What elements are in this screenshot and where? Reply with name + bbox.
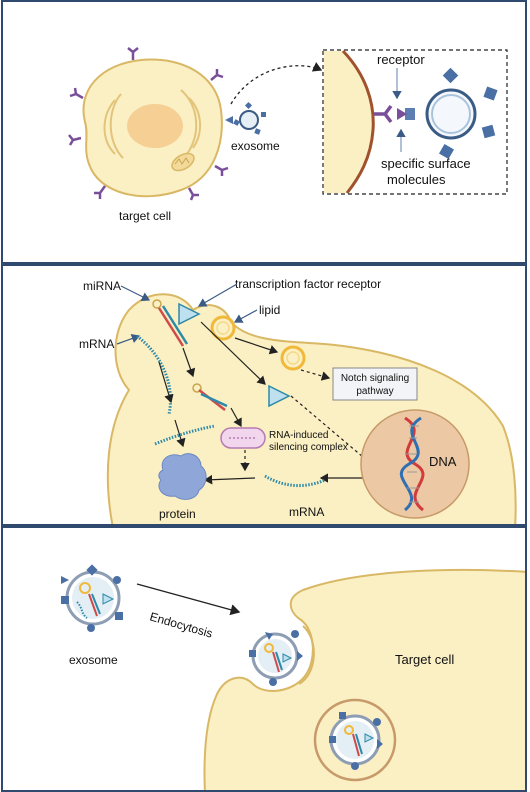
panel1-diagram: exosome target cell receptor specific su… (68, 47, 508, 223)
zoom-arrow (230, 62, 323, 105)
risc-complex (220, 427, 266, 449)
protein-label: protein (159, 507, 196, 521)
exosome-budding (249, 630, 303, 686)
tf-triangle-2 (268, 384, 291, 408)
surface-label-1: specific surface (381, 156, 471, 171)
mrna-strand-mid (154, 424, 216, 446)
tf-receptor-label: transcription factor receptor (235, 277, 381, 291)
exosome-free (61, 564, 123, 632)
target-cell-large (203, 568, 525, 790)
risc-label-1: RNA-induced (269, 430, 328, 441)
endocytosis-label: Endocytosis (148, 609, 214, 640)
target-cell-label-p3: Target cell (395, 652, 454, 667)
exosome-zoom (425, 88, 477, 140)
cell-receptors (68, 47, 229, 201)
mrna-strand-top (136, 334, 172, 415)
mrna-label-top: mRNA (79, 337, 114, 351)
panel-exosome-targeting: exosome target cell receptor specific su… (1, 0, 527, 264)
dna-helix (399, 416, 425, 512)
panel-intracellular-effects: miRNA transcription factor receptor lipi… (1, 264, 527, 526)
notch-label-2: pathway (356, 386, 393, 397)
receptor-zoom (373, 104, 393, 124)
protein-blob (158, 453, 207, 500)
mirna-hairpin (152, 299, 189, 347)
panel2-diagram: miRNA transcription factor receptor lipi… (79, 277, 517, 524)
mirna-label: miRNA (83, 279, 121, 293)
lipid-ring (210, 315, 236, 341)
dna-label: DNA (429, 454, 457, 469)
notch-label-1: Notch signaling (341, 373, 409, 384)
exosome-label: exosome (231, 139, 280, 153)
endosome-vesicle (313, 698, 397, 782)
notch-box (332, 367, 418, 401)
tf-receptor-triangle (178, 302, 201, 326)
exosome-small (225, 101, 266, 135)
lipid-ring-2 (280, 345, 306, 371)
target-cell-label: target cell (119, 209, 171, 223)
panel3-diagram: exosome Endocytosis (61, 564, 525, 790)
mrna-label-bottom: mRNA (289, 505, 324, 519)
nucleus (127, 104, 183, 148)
exosome-label-p3: exosome (69, 653, 118, 667)
mirna-binding (192, 383, 228, 411)
zoom-inset (322, 49, 508, 195)
lipid-label: lipid (259, 303, 280, 317)
panel-endocytosis: exosome Endocytosis (1, 526, 527, 792)
endocytosis-arrow (136, 583, 241, 616)
receptor-label: receptor (377, 52, 425, 67)
mrna-strand-bottom (264, 474, 326, 488)
risc-label-2: silencing complex (269, 442, 348, 453)
target-cell (68, 47, 229, 201)
surface-label-2: molecules (387, 172, 446, 187)
